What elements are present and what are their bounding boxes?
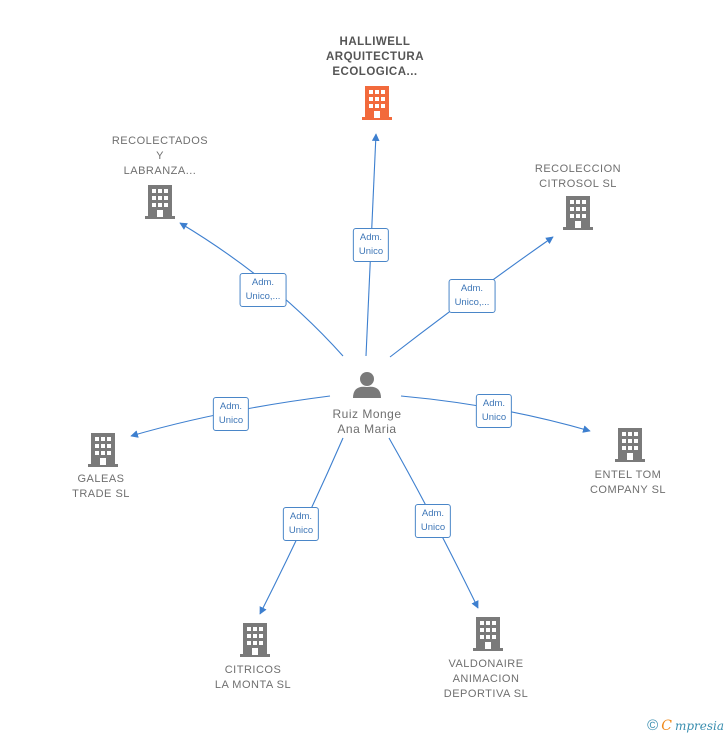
relation-label-citricos[interactable]: Adm. Unico (282, 507, 320, 541)
company-label-line: RECOLECCION (534, 163, 622, 175)
company-label-halliwell[interactable]: HALLIWELL ARQUITECTURA ECOLOGICA... (326, 35, 424, 80)
company-label-line: LABRANZA... (123, 165, 197, 177)
company-label-line: DEPORTIVA SL (443, 688, 529, 700)
company-label-line: Y (156, 150, 164, 162)
relation-label-recolectados[interactable]: Adm. Unico,... (239, 273, 287, 307)
company-label-line: COMPANY SL (589, 484, 667, 496)
company-label-line: TRADE SL (72, 488, 130, 500)
edges-layer (130, 133, 591, 615)
relation-label-line: Adm. (289, 511, 313, 522)
person-name-line: Ruiz Monge (332, 407, 402, 421)
company-label-galeas[interactable]: GALEAS TRADE SL (72, 472, 130, 502)
person-name-line: Ana Maria (337, 422, 397, 436)
company-label-recolectados[interactable]: RECOLECTADOS Y LABRANZA... (112, 134, 208, 179)
company-label-line: VALDONAIRE (448, 658, 524, 670)
company-label-line: HALLIWELL (339, 36, 411, 48)
building-icon[interactable] (145, 185, 175, 219)
brand-logo-initial: C (661, 717, 672, 734)
edge-halliwell (365, 133, 380, 357)
icons-layer (88, 86, 645, 657)
company-label-recoleccion[interactable]: RECOLECCION CITROSOL SL (535, 162, 621, 192)
building-icon[interactable] (240, 623, 270, 657)
relation-label-line: Unico (420, 522, 446, 533)
relation-label-line: Adm. (219, 401, 243, 412)
relation-label-line: Adm. (482, 398, 506, 409)
company-label-line: ANIMACION (452, 673, 520, 685)
company-label-line: GALEAS (77, 473, 125, 485)
relation-label-line: Adm. (251, 277, 275, 288)
relation-label-line: Unico,... (245, 291, 281, 302)
brand-logo-text: mpresia (674, 718, 724, 733)
building-icon[interactable] (362, 86, 392, 120)
company-label-entel[interactable]: ENTEL TOM COMPANY SL (590, 468, 666, 498)
relation-label-line: Unico (218, 415, 244, 426)
company-label-line: ENTEL TOM (594, 469, 662, 481)
relation-label-galeas[interactable]: Adm. Unico (212, 397, 250, 431)
relation-label-halliwell[interactable]: Adm. Unico (352, 228, 390, 262)
company-label-line: RECOLECTADOS (111, 135, 209, 147)
relation-label-line: Unico (288, 525, 314, 536)
company-label-line: ARQUITECTURA (326, 51, 424, 63)
relation-label-line: Adm. (421, 508, 445, 519)
company-label-valdonaire[interactable]: VALDONAIRE ANIMACION DEPORTIVA SL (444, 657, 528, 702)
relation-label-line: Unico (358, 246, 384, 257)
person-icon[interactable] (353, 372, 381, 398)
relation-label-line: Adm. (460, 283, 484, 294)
company-label-line: ECOLOGICA... (332, 66, 418, 78)
company-label-line: CITROSOL SL (539, 178, 617, 190)
relation-label-valdonaire[interactable]: Adm. Unico (414, 504, 452, 538)
company-label-line: CITRICOS (224, 664, 282, 676)
company-label-line: LA MONTA SL (214, 679, 292, 691)
relation-label-recoleccion[interactable]: Adm. Unico,... (448, 279, 496, 313)
copyright-symbol: © (647, 717, 659, 734)
building-icon[interactable] (615, 428, 645, 462)
building-icon[interactable] (88, 433, 118, 467)
building-icon[interactable] (473, 617, 503, 651)
relation-label-line: Unico,... (454, 297, 490, 308)
relation-label-line: Adm. (359, 232, 383, 243)
relation-label-line: Unico (481, 412, 507, 423)
company-label-citricos[interactable]: CITRICOS LA MONTA SL (215, 663, 291, 693)
building-icon[interactable] (563, 196, 593, 230)
relation-label-entel[interactable]: Adm. Unico (475, 394, 513, 428)
